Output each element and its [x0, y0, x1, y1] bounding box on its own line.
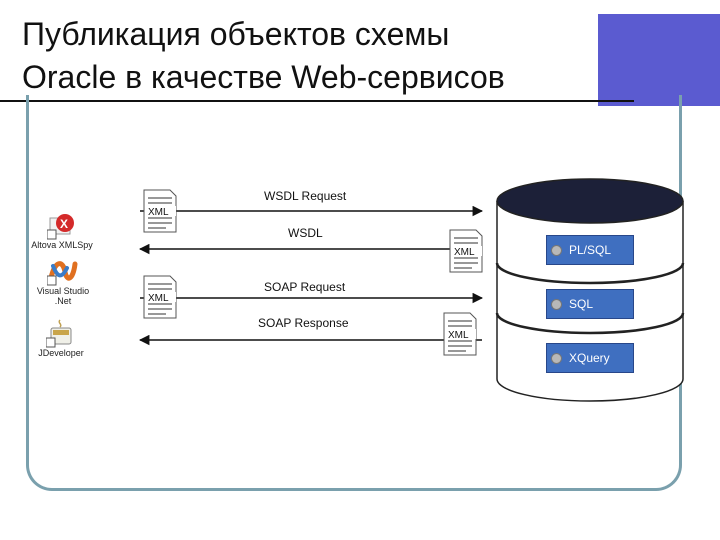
- xml-document-icon: XML: [449, 229, 483, 273]
- service-sql: SQL: [546, 289, 634, 319]
- page-title-line-2: Oracle в качестве Web-сервисов: [22, 59, 505, 95]
- xml-document-icon: XML: [143, 189, 177, 233]
- xml-doc-label: XML: [448, 330, 469, 341]
- service-label: XQuery: [569, 351, 610, 365]
- title-area: Публикация объектов схемы Oracle в качес…: [0, 0, 720, 110]
- client-altova-xmlspy[interactable]: X Altova XMLSpy: [27, 212, 97, 250]
- service-xquery: XQuery: [546, 343, 634, 373]
- xml-document-icon: XML: [443, 312, 477, 356]
- bullet-icon: [551, 353, 562, 364]
- visual-studio-icon: [47, 261, 78, 286]
- bullet-icon: [551, 299, 562, 310]
- service-label: SQL: [569, 297, 594, 311]
- wsdl-label: WSDL: [288, 226, 323, 240]
- client-visual-studio-net[interactable]: Visual Studio .Net: [28, 258, 98, 306]
- xml-document-icon: XML: [143, 275, 177, 319]
- xml-doc-label: XML: [148, 293, 169, 304]
- service-plsql: PL/SQL: [546, 235, 634, 265]
- client-label: JDeveloper: [38, 348, 84, 358]
- client-jdeveloper[interactable]: JDeveloper: [26, 318, 96, 358]
- jdeveloper-icon: [46, 319, 72, 348]
- wsdl-request-label: WSDL Request: [264, 189, 347, 203]
- client-label-line-2: .Net: [54, 296, 72, 306]
- page-title-line-1: Публикация объектов схемы: [22, 16, 450, 52]
- bullet-icon: [551, 245, 562, 256]
- soap-request-label: SOAP Request: [264, 280, 346, 294]
- soap-response-label: SOAP Response: [258, 316, 349, 330]
- xmlspy-icon: X: [47, 214, 74, 240]
- svg-text:X: X: [60, 217, 68, 231]
- client-label: Altova XMLSpy: [31, 240, 93, 250]
- service-label: PL/SQL: [569, 243, 612, 257]
- xml-doc-label: XML: [454, 247, 475, 258]
- title-underline: [0, 100, 634, 102]
- client-label-line-1: Visual Studio: [36, 286, 90, 296]
- xml-doc-label: XML: [148, 207, 169, 218]
- title-accent-bar: [598, 14, 720, 106]
